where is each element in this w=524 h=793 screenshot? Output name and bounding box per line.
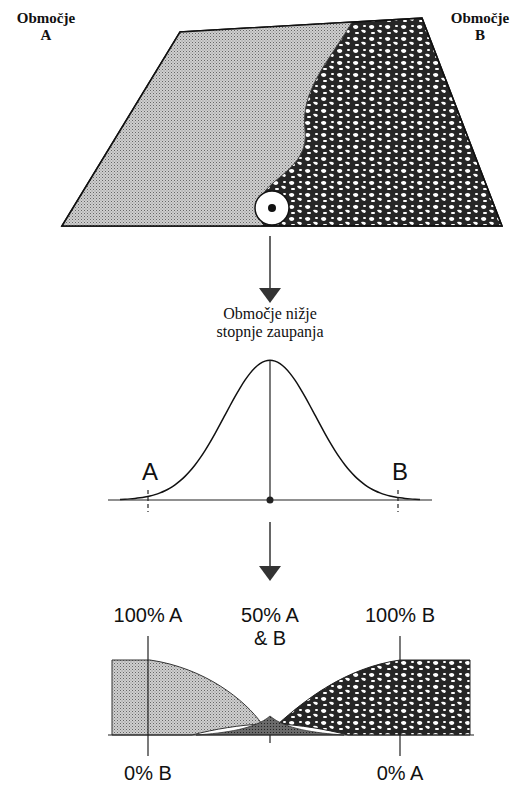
region-label: Območje A [10,10,82,45]
center-dot [267,497,274,504]
center-tick [269,735,270,743]
mixing-chart [108,636,474,756]
region-label: Območje B [444,10,516,45]
baseline [108,734,474,735]
borehole-dot [268,204,276,212]
tick-a [147,490,148,512]
axis-label: A [135,458,165,486]
axis-label: B [385,458,415,486]
percent-label: 0% B [108,762,188,785]
share-mix [196,716,344,735]
zone-b [62,18,502,226]
axis-a [147,636,148,756]
zone-a [62,22,352,226]
percent-label: 100% A [103,604,193,627]
percent-label: 50% A & B [239,604,301,650]
share-b [278,660,470,735]
tick-b [397,490,398,512]
percent-label: 0% A [360,762,440,785]
embankment-section [62,18,502,226]
zone-boundary [262,22,352,200]
embankment-outline [62,18,502,226]
bell-curve [120,360,420,499]
share-a [112,660,262,735]
down-arrow [259,522,281,581]
axis-b [399,636,400,756]
confidence-curve [108,360,432,512]
percent-label: 100% B [355,604,445,627]
down-arrow [259,236,281,303]
center-line [269,360,270,500]
borehole-circle [255,191,289,225]
curve-title: Območje nižje stopnje zaupanja [200,305,340,342]
